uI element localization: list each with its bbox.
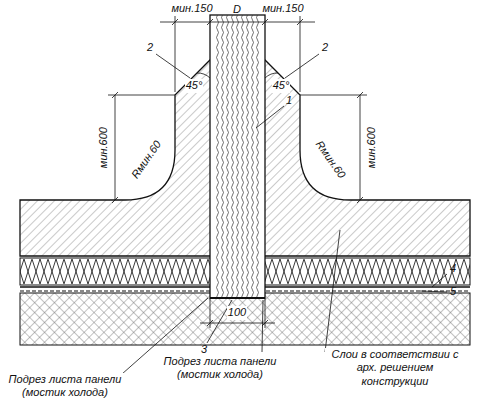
note-label: Подрез листа панели (мостик холода) xyxy=(161,355,279,381)
dimension-label: мин.150 xyxy=(262,2,303,15)
callout-number: 2 xyxy=(147,41,153,54)
dimension-label: мин.600 xyxy=(97,127,110,168)
dimension-label: 45° xyxy=(272,79,291,92)
dimension-label: 45° xyxy=(185,79,204,92)
dimension-label: мин.150 xyxy=(171,2,212,15)
note-label: Подрез листа панели (мостик холода) xyxy=(6,373,124,399)
callout-number: 1 xyxy=(286,94,292,107)
dimension-label: мин.600 xyxy=(365,127,378,168)
callout-number: 4 xyxy=(450,262,456,275)
dimension-label: Rмин.60 xyxy=(312,139,347,182)
dimension-label: 100 xyxy=(227,306,247,319)
callout-number: 2 xyxy=(322,41,328,54)
dimension-label: D xyxy=(233,3,241,16)
callout-number: 5 xyxy=(450,285,456,298)
note-label: Слои в соответствии с арх. решением конс… xyxy=(325,348,465,388)
dimension-label: Rмин.60 xyxy=(128,139,163,182)
